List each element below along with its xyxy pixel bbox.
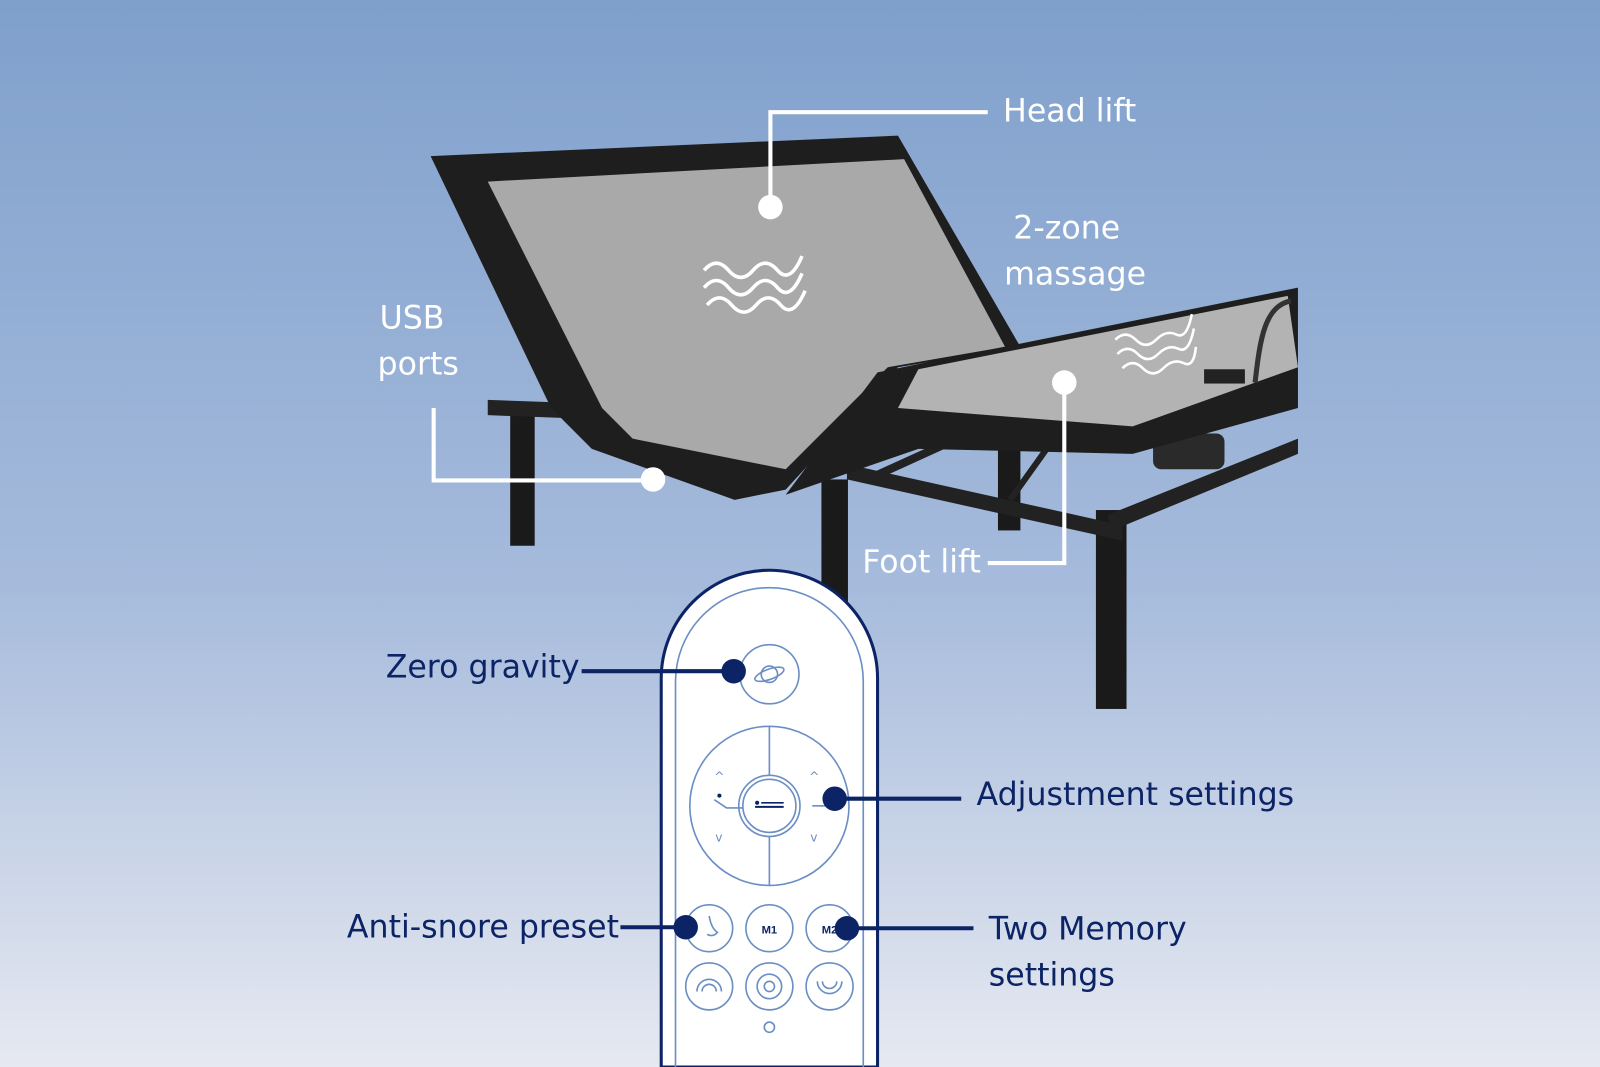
adjustment-label: Adjustment settings — [977, 777, 1295, 813]
memory-label-line2: settings — [989, 957, 1115, 993]
bed-illustration — [430, 135, 1298, 709]
massage-cycle-button — [745, 962, 794, 1011]
svg-text:v: v — [715, 831, 722, 845]
massage-head-button — [684, 962, 734, 1011]
callout-foot-lift: Foot lift — [862, 370, 1077, 580]
callout-zero-gravity: Zero gravity — [386, 649, 746, 685]
callout-usb-ports: USB ports — [378, 300, 666, 492]
callout-memory: Two Memory settings — [834, 911, 1187, 993]
massage-label-line2: massage — [1004, 257, 1146, 293]
m1-button: M1 — [745, 903, 794, 953]
foot-lift-label: Foot lift — [862, 544, 981, 580]
nose-icon — [706, 915, 719, 937]
anti-snore-label: Anti-snore preset — [347, 909, 619, 945]
flat-icon — [755, 800, 784, 808]
usb-label-line1: USB — [380, 300, 445, 336]
callout-head-lift: Head lift — [758, 93, 1136, 220]
svg-text:^: ^ — [714, 769, 724, 783]
massage-cycle-icon — [763, 980, 776, 993]
svg-text:M2: M2 — [822, 924, 838, 936]
callout-anti-snore: Anti-snore preset — [347, 909, 698, 945]
planet-icon — [754, 665, 785, 684]
usb-label-line2: ports — [378, 346, 459, 382]
massage-foot-icon — [816, 981, 843, 995]
memory-label-line1: Two Memory — [988, 911, 1187, 947]
svg-text:^: ^ — [809, 769, 819, 783]
head-lift-label: Head lift — [1003, 93, 1136, 129]
svg-text:M1: M1 — [762, 924, 778, 936]
svg-text:v: v — [810, 831, 817, 845]
callout-massage: 2-zone massage — [1004, 211, 1146, 293]
massage-label-line1: 2-zone — [1013, 211, 1120, 247]
adjustment-dial: ^ ^ v v — [688, 725, 850, 887]
power-icon — [763, 1021, 776, 1034]
remote-control: ^ ^ v v M1 M2 — [659, 568, 880, 1067]
zero-gravity-label: Zero gravity — [386, 649, 580, 685]
callout-adjustment: Adjustment settings — [822, 777, 1294, 813]
head-up-icon — [713, 793, 743, 809]
massage-head-icon — [696, 978, 723, 992]
massage-wave-icon — [1114, 313, 1198, 375]
massage-foot-button — [805, 962, 854, 1011]
massage-wave-icon — [702, 255, 807, 314]
